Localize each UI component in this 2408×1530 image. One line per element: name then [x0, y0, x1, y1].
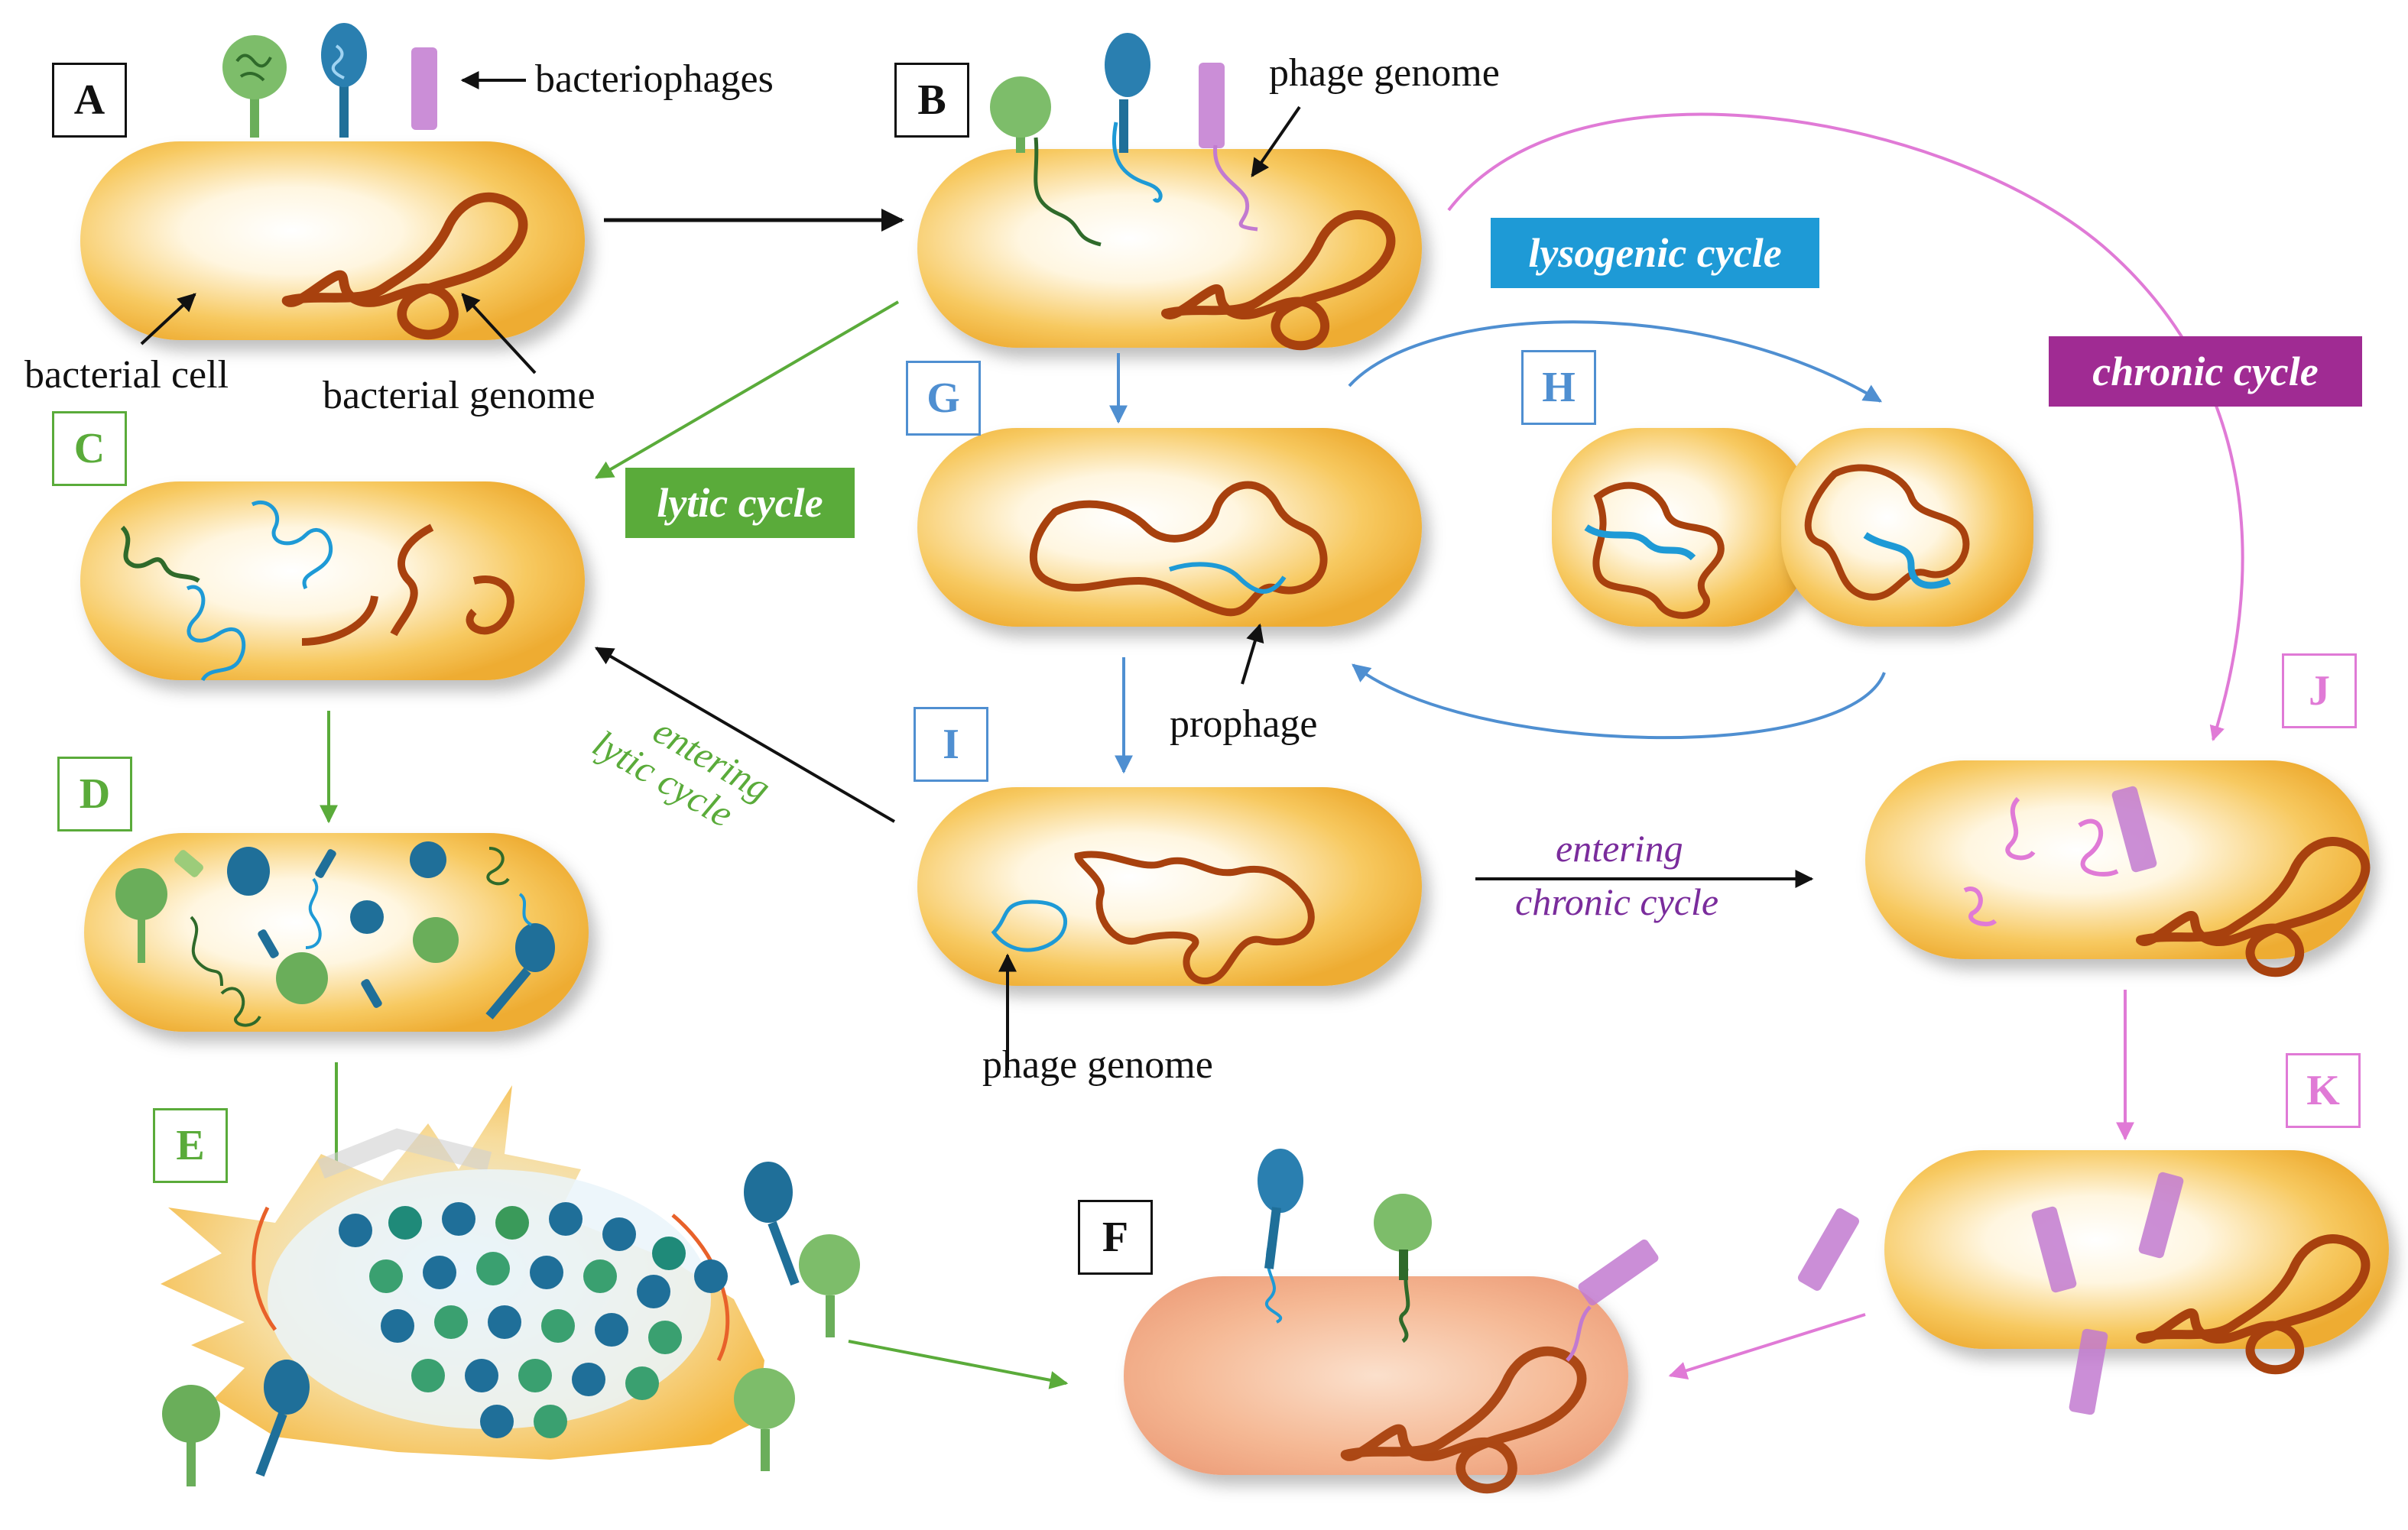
panel-label-j: J [2282, 653, 2357, 728]
phage-blue-a [321, 23, 367, 138]
cell-a [80, 141, 585, 340]
phage-green-a [222, 35, 287, 138]
cell-h [1552, 428, 2033, 627]
prophage-pointer [1241, 623, 1264, 685]
panel-label-g: G [906, 361, 981, 436]
phage-green-b [990, 76, 1051, 153]
cell-c [80, 481, 585, 682]
chronic-cycle-tag: chronic cycle [2049, 336, 2362, 407]
released-filamentous-phage [1797, 1208, 1860, 1291]
panel-label-i: I [914, 707, 988, 782]
cell-k [1884, 1150, 2389, 1370]
arrow-b-to-c [594, 300, 900, 479]
cell-j [1865, 760, 2370, 972]
phage-blue-f [1258, 1149, 1303, 1269]
panel-label-d: D [57, 757, 132, 831]
panel-label-c: C [52, 411, 127, 486]
phage-pink-b [1199, 63, 1225, 148]
panel-label-e: E [153, 1108, 228, 1183]
bacterial-cell-label: bacterial cell [24, 353, 229, 397]
arrow-i-to-c [594, 647, 896, 823]
bacterial-genome-label: bacterial genome [323, 374, 596, 417]
phage-genome-bottom-label: phage genome [982, 1043, 1213, 1087]
phage-pink-a [411, 47, 437, 130]
progeny-phages [339, 1202, 728, 1438]
panel-label-b: B [894, 63, 969, 138]
phage-genome-top-pointer [1251, 105, 1301, 177]
entering-chronic-line2: chronic cycle [1515, 880, 1719, 923]
released-phages [162, 1162, 860, 1486]
bacteriophages-label: bacteriophages [535, 57, 774, 101]
panel-label-k: K [2286, 1053, 2361, 1128]
panel-label-f: F [1078, 1200, 1153, 1275]
cell-d [84, 833, 589, 1032]
cell-g [917, 428, 1422, 627]
panel-label-a: A [52, 63, 127, 138]
phage-pink-f [1578, 1239, 1659, 1306]
arrow-g-to-h [1348, 320, 1883, 403]
panel-label-h: H [1521, 350, 1596, 425]
lysis-burst [161, 1085, 764, 1460]
cell-f [1124, 1245, 1628, 1489]
lytic-cycle-tag: lytic cycle [625, 468, 855, 538]
cell-b [917, 122, 1422, 348]
released-filamentous-phage [2069, 1328, 2108, 1415]
entering-chronic-line1: entering [1556, 827, 1683, 870]
cell-i [917, 787, 1422, 986]
bacterial-cell-pointer [140, 293, 196, 345]
arrow-k-to-f [1668, 1313, 1866, 1379]
phage-genome-top-label: phage genome [1269, 51, 1500, 95]
arrow-e-to-f [848, 1340, 1069, 1389]
prophage-label: prophage [1170, 702, 1318, 746]
phage-blue-b [1105, 33, 1150, 153]
lysogenic-cycle-tag: lysogenic cycle [1491, 218, 1819, 288]
phage-green-f [1374, 1194, 1432, 1280]
arrow-h-to-g [1352, 663, 1886, 740]
arrow-b-to-j [1447, 112, 2244, 741]
bacterial-genome-pointer [461, 293, 537, 374]
